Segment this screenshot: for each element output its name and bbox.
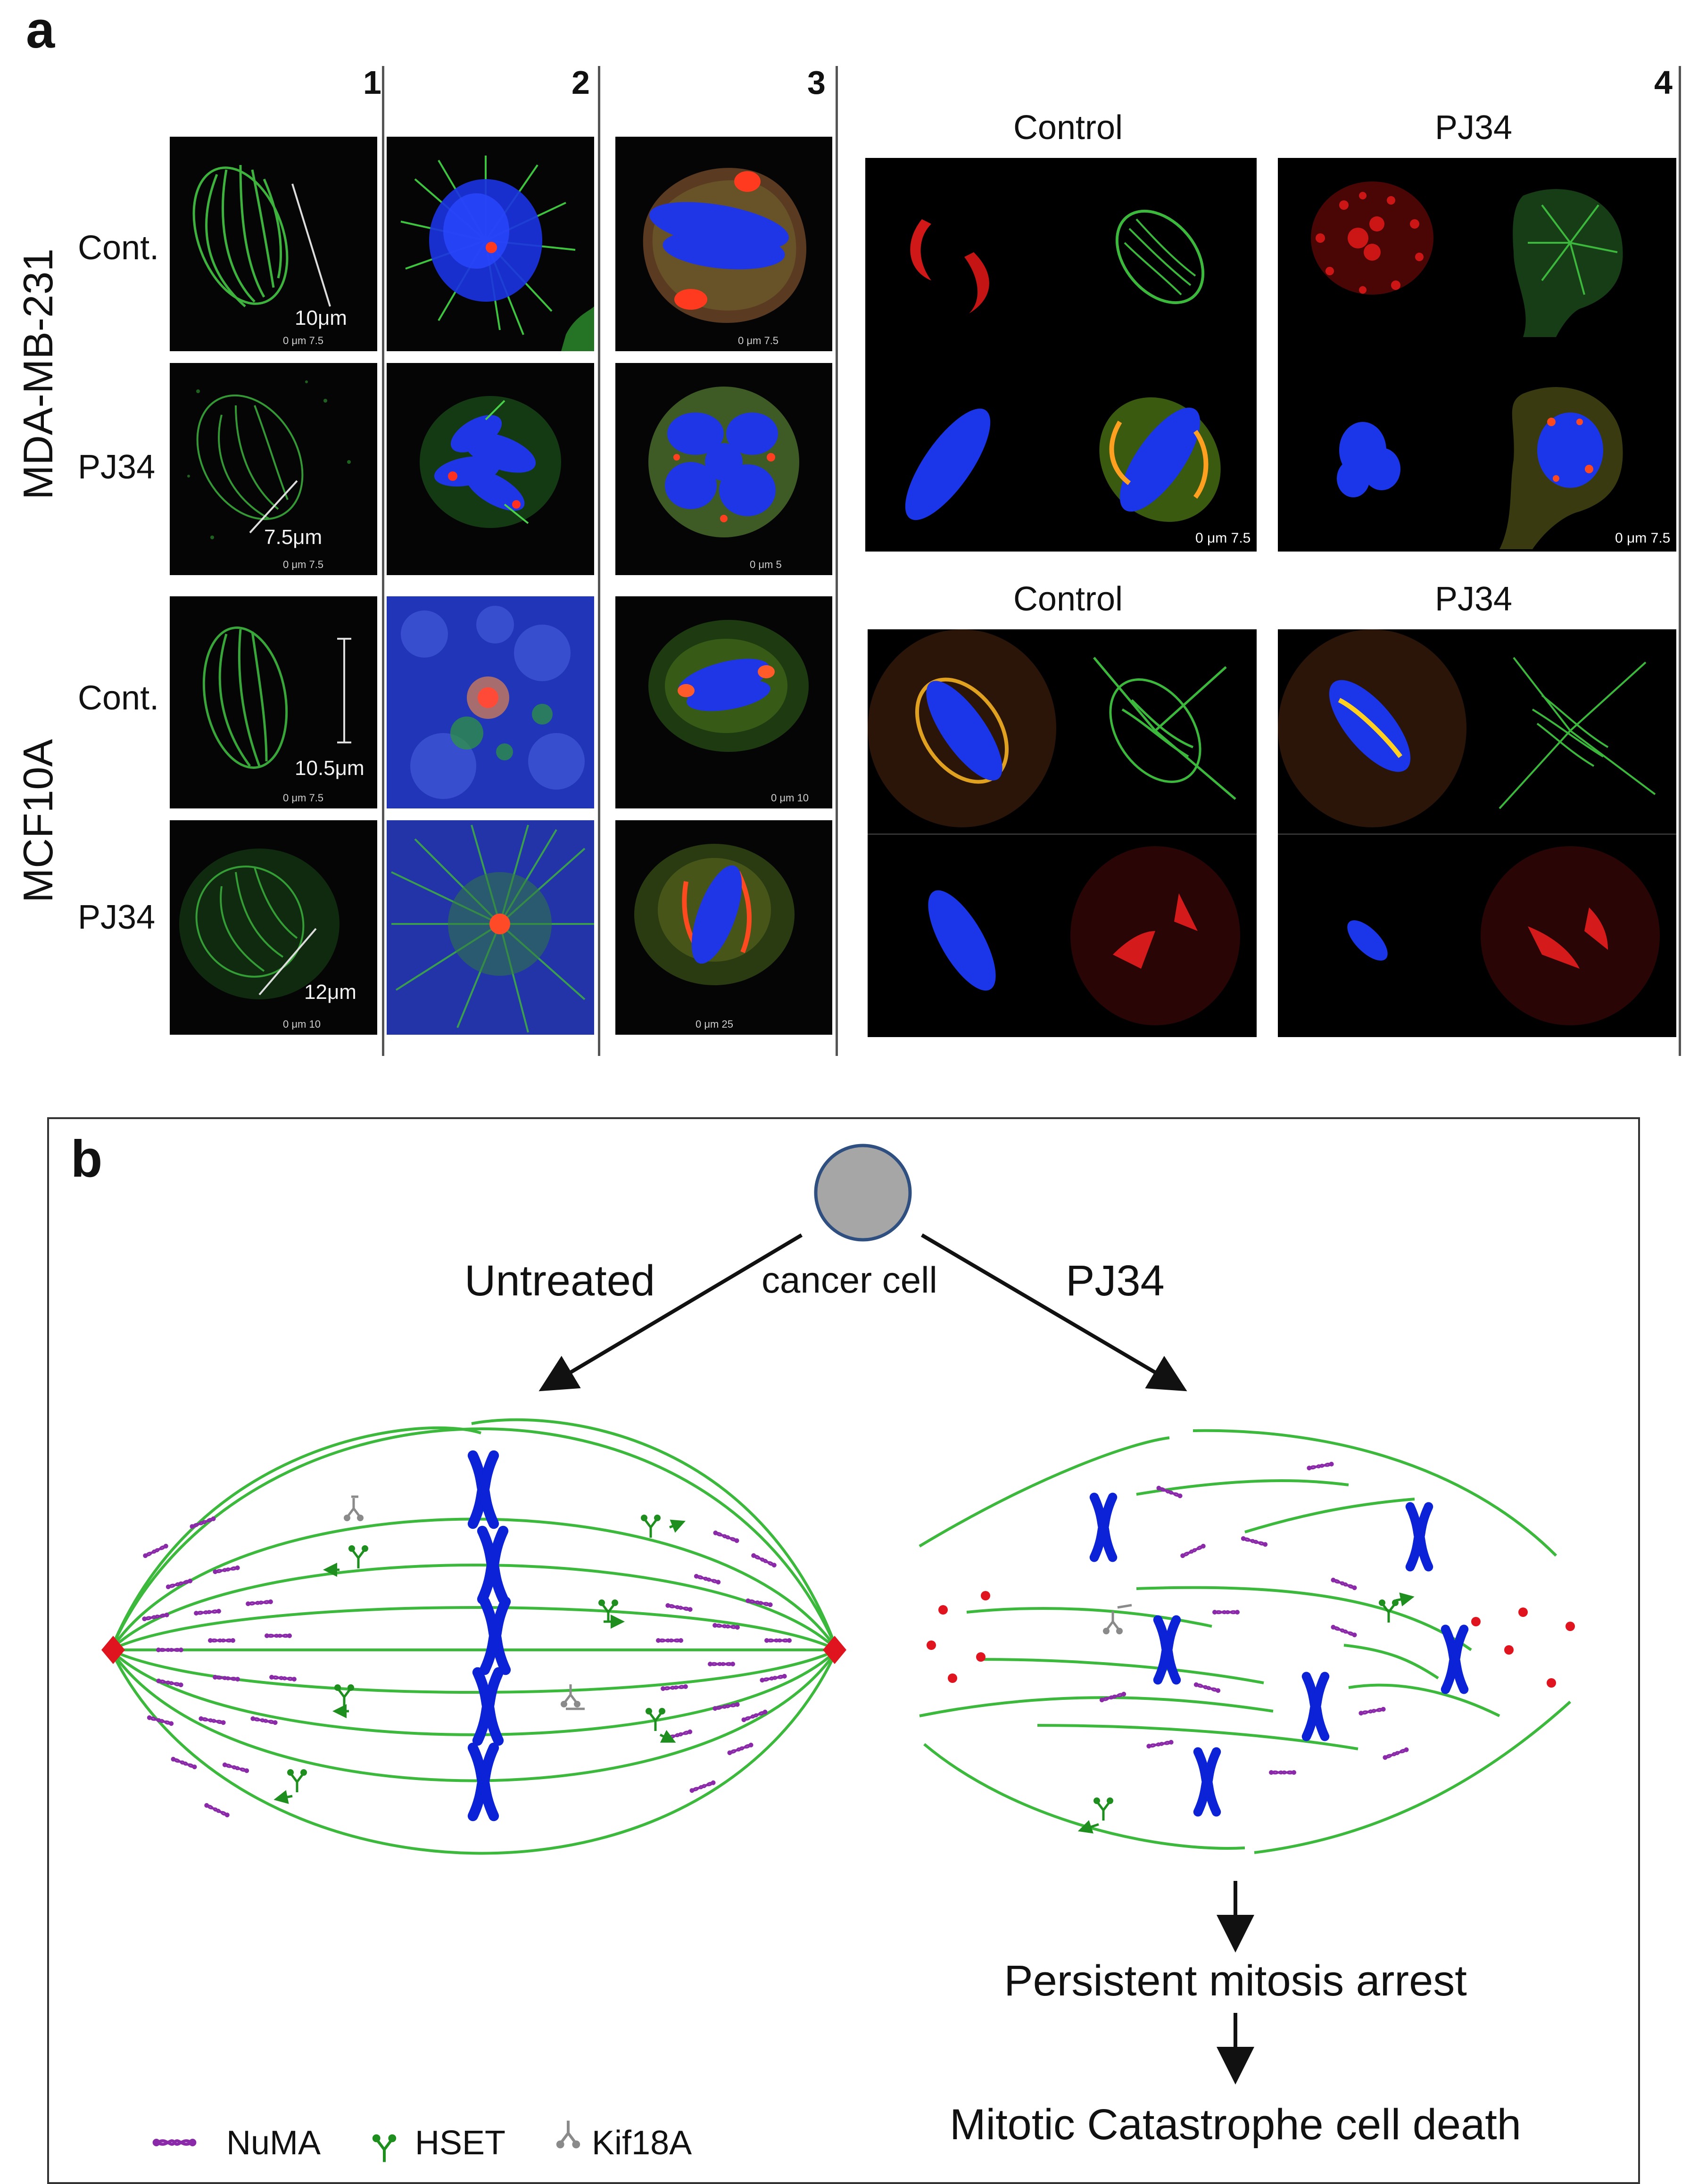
micrograph-mcf10a-pj34-merge xyxy=(387,820,594,1035)
arrow-pj34 xyxy=(920,1233,1187,1392)
micrograph-grid-control-mda: 0 μm 7.5 xyxy=(865,158,1257,552)
disorganized-spindle xyxy=(919,1429,1572,1854)
column-number-2: 2 xyxy=(572,64,590,101)
micrograph-mda-control-merge xyxy=(387,137,594,351)
column4-title-control: Control xyxy=(1013,109,1123,147)
panel-a-letter: a xyxy=(26,1,55,59)
micrograph-mcf10a-control-merge xyxy=(387,596,594,808)
scale-ticks: 0 μm 7.5 xyxy=(1195,530,1251,546)
micrograph-mda-pj34-tubulin: 7.5μm 0 μm 7.5 xyxy=(170,363,377,575)
legend-label-hset: HSET xyxy=(415,2124,506,2162)
micrograph-mda-control-stain: 0 μm 7.5 xyxy=(615,137,832,351)
column-separator xyxy=(598,66,600,1056)
bipolar-spindle xyxy=(109,1418,838,1855)
scale-ticks: 0 μm 25 xyxy=(696,1018,733,1030)
micrograph-mcf10a-pj34-stain: 0 μm 25 xyxy=(615,820,832,1035)
arrow-untreated xyxy=(538,1233,803,1392)
micrograph-mda-pj34-merge xyxy=(387,363,594,575)
column-separator xyxy=(382,66,384,1056)
scalebar-label: 10.5μm xyxy=(295,757,364,780)
row-label-control: Cont. xyxy=(78,229,159,267)
label-untreated: Untreated xyxy=(464,1257,655,1305)
scalebar-label: 12μm xyxy=(304,981,356,1004)
scale-ticks: 0 μm 10 xyxy=(283,1018,321,1030)
panel-b-letter: b xyxy=(71,1130,103,1188)
outcome-persistent-mitosis-arrest: Persistent mitosis arrest xyxy=(1004,1957,1467,2005)
scattered-chromosomes xyxy=(1094,1497,1464,1812)
scale-ticks: 0 μm 7.5 xyxy=(283,559,324,570)
micrograph-mcf10a-control-stain: 0 μm 10 xyxy=(615,596,832,808)
kif18a-legend-icon xyxy=(556,2121,580,2149)
scale-ticks: 0 μm 7.5 xyxy=(738,335,779,346)
column-separator xyxy=(1679,66,1681,1056)
micrograph-mda-pj34-stain: 0 μm 5 xyxy=(615,363,832,575)
scattered-centrosome-dots xyxy=(927,1591,1575,1688)
scalebar-label: 10μm xyxy=(295,306,347,330)
micrograph-mcf10a-control-tubulin: 10.5μm 0 μm 7.5 xyxy=(170,596,377,808)
label-cancer-cell: cancer cell xyxy=(762,1259,937,1301)
column4-title-control: Control xyxy=(1013,580,1123,618)
legend-label-kif18a: Kif18A xyxy=(592,2124,692,2162)
column-number-3: 3 xyxy=(807,64,826,101)
column-separator xyxy=(836,66,838,1056)
row-label-control: Cont. xyxy=(78,679,159,717)
metaphase-plate xyxy=(473,1456,505,1816)
micrograph-mcf10a-pj34-tubulin: 12μm 0 μm 10 xyxy=(170,820,377,1035)
outcome-mitotic-catastrophe: Mitotic Catastrophe cell death xyxy=(950,2101,1521,2149)
column4-title-pj34: PJ34 xyxy=(1434,109,1513,147)
scale-ticks: 0 μm 7.5 xyxy=(283,335,324,346)
micrograph-grid-pj34-mcf10a xyxy=(1278,629,1676,1037)
scale-ticks: 0 μm 10 xyxy=(771,792,809,804)
numa-legend-icon xyxy=(153,2139,197,2146)
legend-label-numa: NuMA xyxy=(226,2124,321,2162)
micrograph-grid-pj34-mda: 0 μm 7.5 xyxy=(1278,158,1676,552)
row-label-pj34: PJ34 xyxy=(78,448,156,486)
micrograph-mda-control-tubulin: 10μm 0 μm 7.5 xyxy=(170,137,377,351)
scale-ticks: 0 μm 7.5 xyxy=(1615,530,1671,546)
hset-legend-icon xyxy=(373,2135,396,2162)
scalebar-label: 7.5μm xyxy=(264,526,323,549)
column-number-1: 1 xyxy=(363,64,381,101)
scale-ticks: 0 μm 5 xyxy=(750,559,782,570)
row-label-pj34: PJ34 xyxy=(78,898,156,936)
label-pj34: PJ34 xyxy=(1066,1257,1165,1305)
cancer-cell-circle xyxy=(814,1144,912,1242)
column-number-4: 4 xyxy=(1654,64,1673,101)
column4-title-pj34: PJ34 xyxy=(1434,580,1513,618)
scale-ticks: 0 μm 7.5 xyxy=(283,792,324,804)
micrograph-grid-control-mcf10a xyxy=(868,629,1257,1037)
